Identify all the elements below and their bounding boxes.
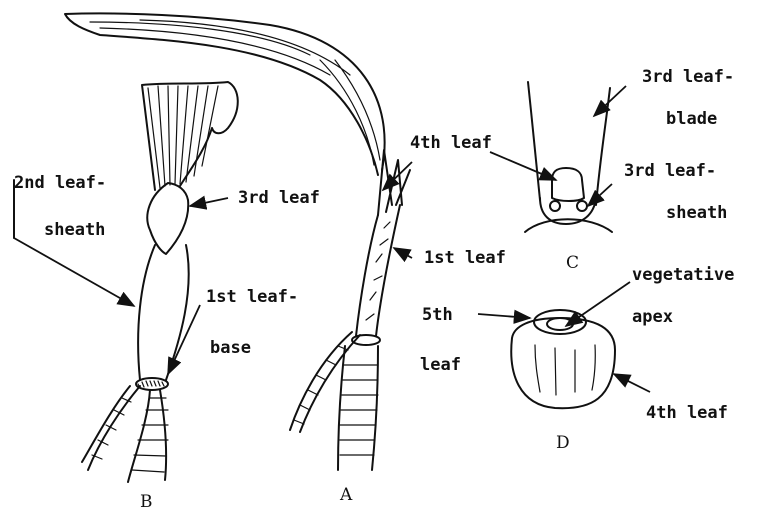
label-c-blade-l1: 3rd leaf- (642, 67, 734, 87)
label-d-fifth-leaf-l1: 5th (422, 305, 453, 325)
c-fourth-leaf (552, 168, 584, 201)
b-third-leaf-tip (147, 183, 188, 254)
c-fourth-leaf-arrow (490, 152, 556, 180)
figure-label-a: A (339, 485, 353, 505)
figure-d-drawing (511, 310, 615, 408)
label-d-vegetative-l2: apex (632, 307, 673, 327)
b-sheath-outline (138, 245, 189, 380)
label-b-second-leaf-l2: sheath (44, 220, 105, 240)
c-sheath-arrow (588, 184, 612, 206)
c-left-bud (550, 201, 560, 211)
d-fourth-leaf-arrow (614, 374, 650, 392)
figure-b-drawing (82, 82, 238, 482)
label-a-fourth-leaf: 4th leaf (410, 133, 492, 153)
label-c-sheath-l2: sheath (666, 203, 727, 223)
label-d-vegetative-l1: vegetative (632, 265, 734, 285)
figure-label-b: B (140, 492, 153, 512)
a-sheath (356, 205, 400, 336)
label-d-fifth-leaf-l2: leaf (420, 355, 461, 375)
c-right-bud (577, 201, 587, 211)
label-b-second-leaf-l1: 2nd leaf- (14, 173, 106, 193)
c-base-arc (525, 219, 612, 232)
label-b-first-leaf-l1: 1st leaf- (206, 287, 298, 307)
c-blade-lines (528, 82, 610, 205)
label-b-first-leaf-l2: base (210, 338, 251, 358)
label-c-sheath-l1: 3rd leaf- (624, 161, 716, 181)
d-apex-arrow (566, 282, 630, 326)
a-blade-outline (65, 13, 385, 175)
pointer-lines (14, 86, 650, 392)
figure-label-d: D (556, 433, 570, 453)
d-fourth-leaf-body (511, 318, 615, 408)
label-c-blade-l2: blade (666, 109, 717, 129)
a-first-leaf-arrow (394, 248, 412, 258)
figure-a-drawing (65, 13, 410, 470)
figure-label-c: C (566, 253, 579, 273)
label-a-first-leaf: 1st leaf (424, 248, 506, 268)
d-fifth-leaf-arrow (478, 314, 530, 318)
label-d-fourth-leaf: 4th leaf (646, 403, 728, 423)
figure-c-drawing (525, 82, 612, 232)
b-third-leaf-arrow (190, 198, 228, 206)
b-blade-outline (142, 82, 238, 190)
label-b-third-leaf: 3rd leaf (238, 188, 320, 208)
b-second-leaf-arrow (14, 238, 134, 306)
